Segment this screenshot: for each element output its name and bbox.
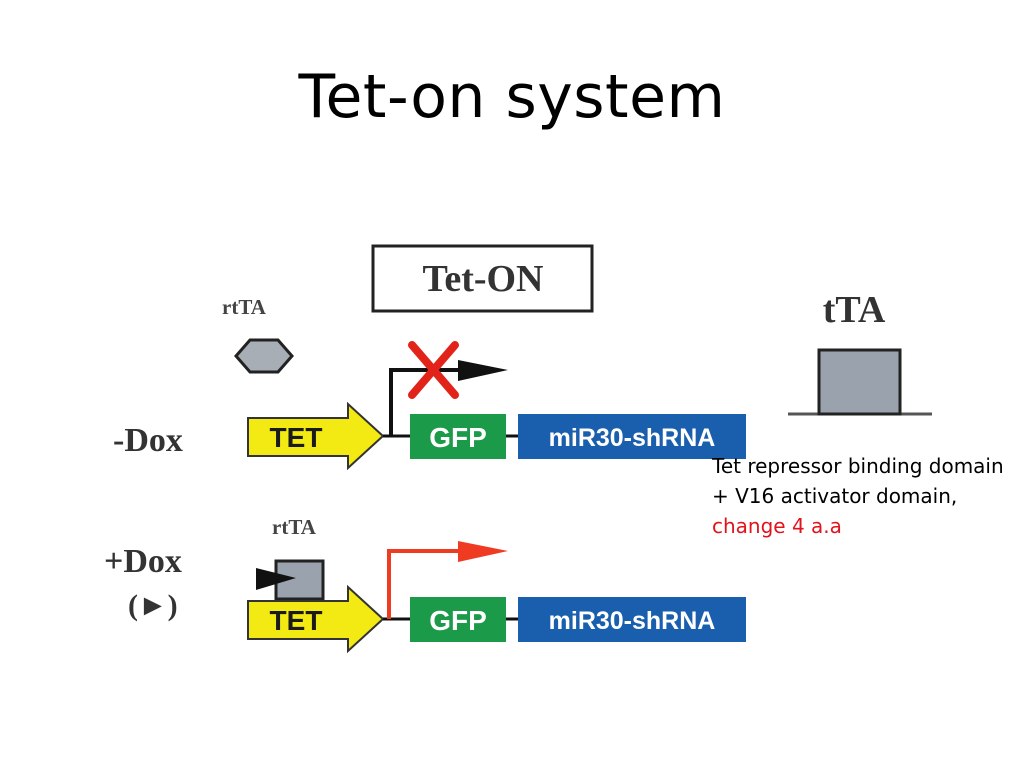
tet-promoter-arrow-plus: TET xyxy=(247,584,385,654)
rtta-hexagon-icon xyxy=(234,338,294,374)
minus-dox-label: -Dox xyxy=(113,422,183,459)
gfp-box-plus: GFP xyxy=(410,597,506,642)
mir30-box-plus: miR30-shRNA xyxy=(518,597,746,642)
tet-on-label-box: Tet-ON xyxy=(371,244,594,313)
tta-protein-icon xyxy=(788,348,932,416)
tta-description: Tet repressor binding domain + V16 activ… xyxy=(712,451,1012,541)
mir30-box-minus: miR30-shRNA xyxy=(518,414,746,459)
transcription-arrow-active xyxy=(387,549,470,619)
slide-title: Tet-on system xyxy=(298,62,726,132)
transcription-arrowhead-active xyxy=(458,541,508,562)
plus-dox-label: +Dox xyxy=(104,543,182,580)
transcription-arrow-blocked xyxy=(389,368,470,436)
dox-arrowhead-icon xyxy=(256,568,296,590)
gfp-label-minus: GFP xyxy=(429,422,487,453)
rtta-label-minus: rtTA xyxy=(222,295,267,319)
gfp-label-plus: GFP xyxy=(429,605,487,636)
tta-description-highlight: change 4 a.a xyxy=(712,514,842,538)
block-x-icon xyxy=(408,341,459,399)
tet-label-minus: TET xyxy=(270,422,323,453)
mir30-label-minus: miR30-shRNA xyxy=(549,424,716,452)
rtta-label-plus: rtTA xyxy=(272,515,317,539)
mir30-label-plus: miR30-shRNA xyxy=(549,607,716,635)
tet-on-label: Tet-ON xyxy=(422,258,543,300)
tet-promoter-arrow-minus: TET xyxy=(247,401,385,471)
transcription-arrowhead-blocked xyxy=(458,360,508,381)
plus-dox-sub-label: (►) xyxy=(128,589,178,622)
tet-label-plus: TET xyxy=(270,605,323,636)
tta-description-text: Tet repressor binding domain + V16 activ… xyxy=(712,454,1004,508)
gfp-box-minus: GFP xyxy=(410,414,506,459)
tta-label: tTA xyxy=(823,289,886,331)
